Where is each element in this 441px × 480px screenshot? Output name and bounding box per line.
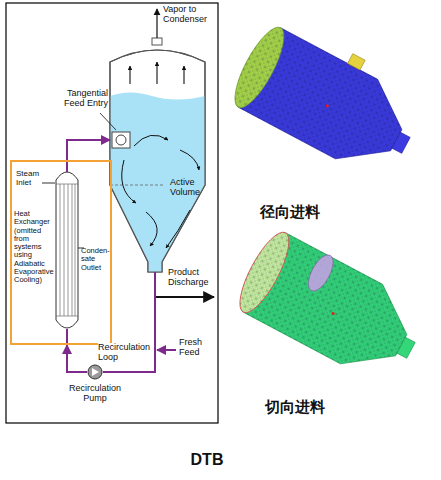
pipe-connector [67, 345, 87, 372]
node-text: Recirculation Pump [59, 384, 131, 404]
vapor-arrow [156, 9, 157, 38]
product-arrow [155, 296, 214, 298]
pump-symbol [87, 364, 103, 380]
mesh-grid [231, 226, 298, 319]
node-text: Heat Exchanger (omitted from systems usi… [14, 210, 56, 284]
pump-impeller [92, 368, 99, 376]
mesh-tangential [231, 225, 433, 390]
swirl-arrow [166, 210, 190, 248]
mesh-outlet [392, 132, 410, 153]
mesh-dot [331, 312, 335, 316]
inlet-circle [116, 135, 126, 145]
figure-caption: 径向进料 [245, 204, 335, 221]
feed-arrow [157, 349, 176, 351]
fresh-feed-label: Fresh Feed [179, 338, 213, 358]
feed-entry-label: Tangential Feed Entry [52, 89, 108, 109]
mesh-end [226, 21, 293, 114]
vessel-outline [110, 50, 205, 272]
exchanger-tubes [56, 184, 78, 316]
swirl-arrow [180, 150, 199, 170]
pipe-connector [67, 140, 110, 160]
flow-arrow [183, 66, 184, 84]
swirl-arrow [146, 212, 157, 246]
node-text: Steam Inlet [16, 170, 50, 188]
caption: DTB [170, 451, 244, 469]
vapor-nozzle [152, 38, 162, 45]
mesh-nozzle [348, 54, 366, 70]
swirl-arrow [134, 135, 168, 146]
mesh-dot [325, 104, 329, 108]
vapor-label: Vapor to Condenser [163, 5, 215, 25]
draft-tube-line [110, 185, 165, 186]
flow-arrow [156, 62, 157, 84]
figure-caption: 切向进料 [250, 399, 340, 416]
inlet-box [112, 132, 130, 148]
node-text: Conden-sate Outlet [81, 247, 111, 272]
heat-exchanger-box: Steam InletHeat Exchanger (omitted from … [10, 160, 112, 345]
crystallizer-vessel: Active Volume [110, 40, 205, 272]
steam-line [42, 183, 55, 184]
mesh-radial [226, 11, 432, 185]
vessel-wall [110, 50, 205, 272]
node-text: Active Volume [170, 178, 214, 198]
leader-line [100, 113, 116, 130]
tangential-inlet [112, 132, 130, 148]
pipe-stub [66, 329, 68, 345]
panel-border [6, 3, 218, 423]
exchanger-shell [56, 172, 78, 328]
vapor-flow-arrows [130, 62, 184, 84]
recirculation-pump: Recirculation Pump [87, 364, 103, 380]
product-label: Product Discharge [168, 268, 214, 288]
flow-arrow [129, 66, 130, 84]
mesh-grid [226, 21, 293, 114]
edge-label: Recirculation Loop [98, 343, 152, 363]
mesh-outlet [397, 337, 415, 358]
mesh-nozzle [303, 251, 338, 295]
swirl-arrow [122, 160, 136, 203]
pump-body [88, 365, 102, 379]
heat-exchanger-symbol [56, 172, 78, 328]
mesh-end [231, 226, 298, 319]
